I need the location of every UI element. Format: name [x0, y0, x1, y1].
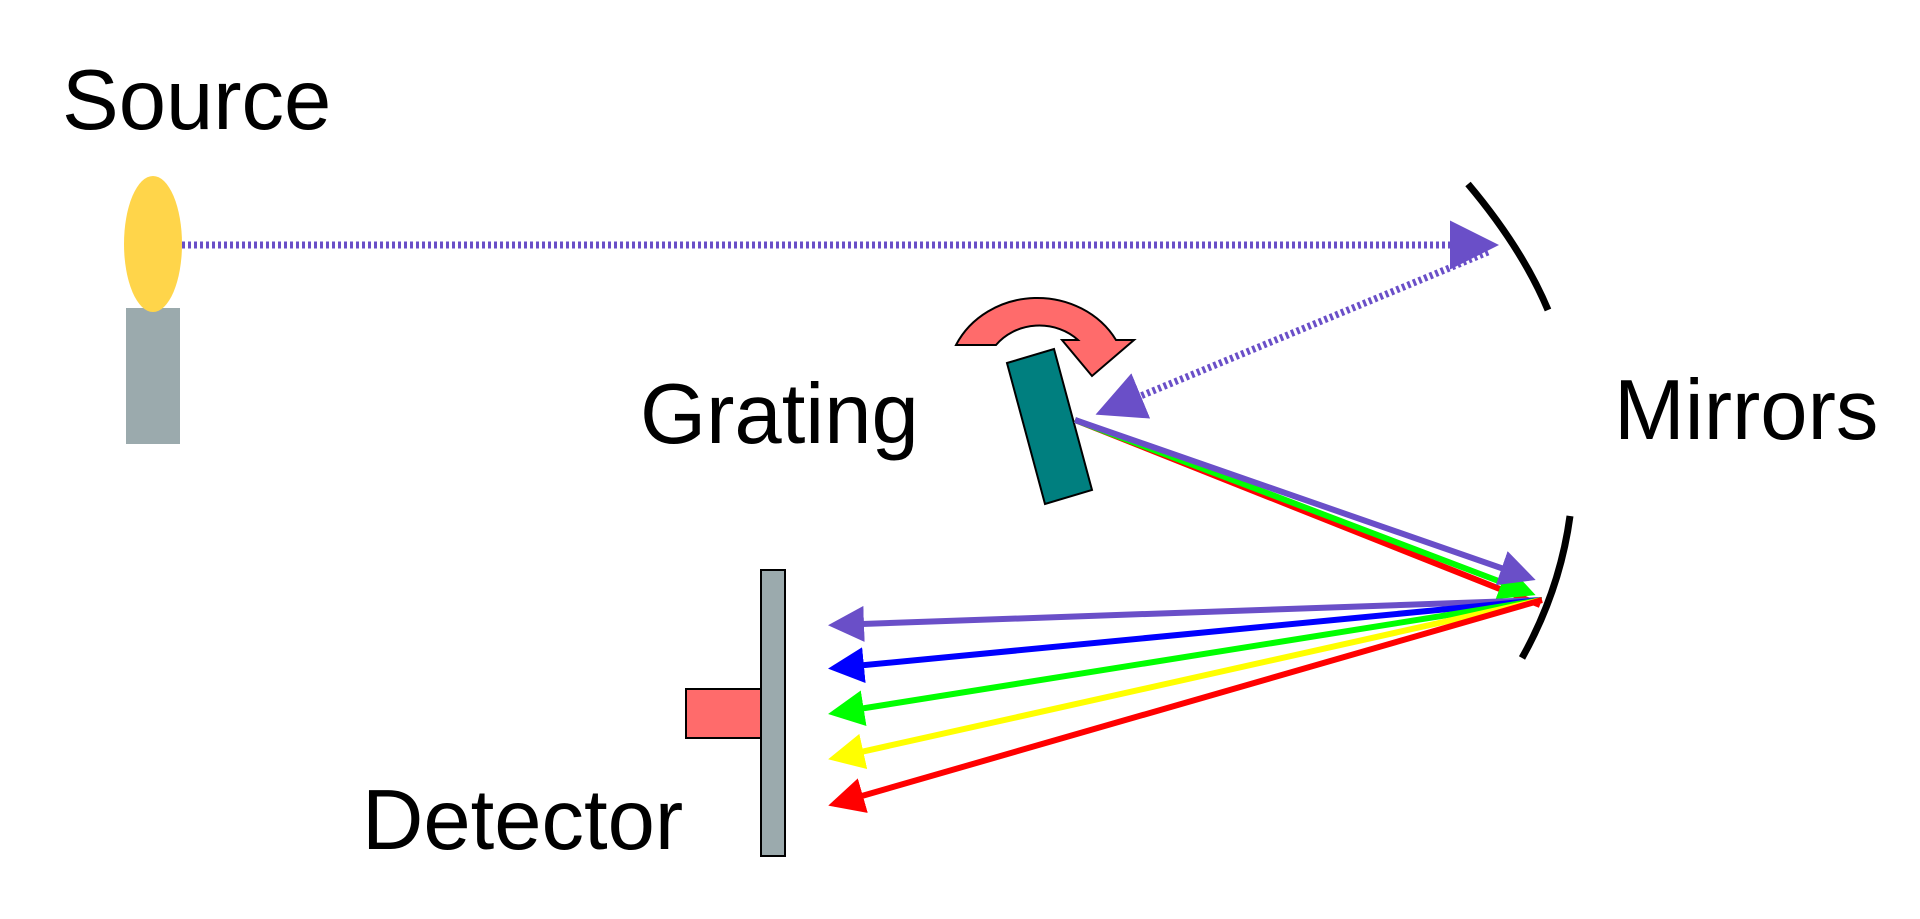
- source-label: Source: [62, 53, 332, 148]
- curved-rotation-arrow-icon: [954, 296, 1137, 378]
- upper-mirror-icon: [1465, 181, 1552, 312]
- lower-mirror-icon: [1518, 515, 1574, 660]
- lamp-icon: [124, 176, 182, 444]
- beam-mirror-to-grating: [1095, 248, 1490, 419]
- beam-blue: [828, 597, 1543, 684]
- diffraction-grating-icon: [1005, 347, 1094, 506]
- beam-grating-violet: [1074, 417, 1536, 586]
- beam-violet: [828, 597, 1543, 642]
- grating-label: Grating: [640, 367, 919, 462]
- beam-red: [828, 597, 1543, 813]
- lamp-base: [126, 308, 180, 444]
- detector-icon: [685, 569, 786, 857]
- detector-label: Detector: [362, 773, 684, 868]
- lamp-flame: [124, 176, 182, 312]
- beam-yellow: [828, 597, 1543, 770]
- mirrors-label: Mirrors: [1614, 363, 1879, 458]
- detector-bar: [760, 569, 786, 857]
- beam-green: [828, 597, 1543, 727]
